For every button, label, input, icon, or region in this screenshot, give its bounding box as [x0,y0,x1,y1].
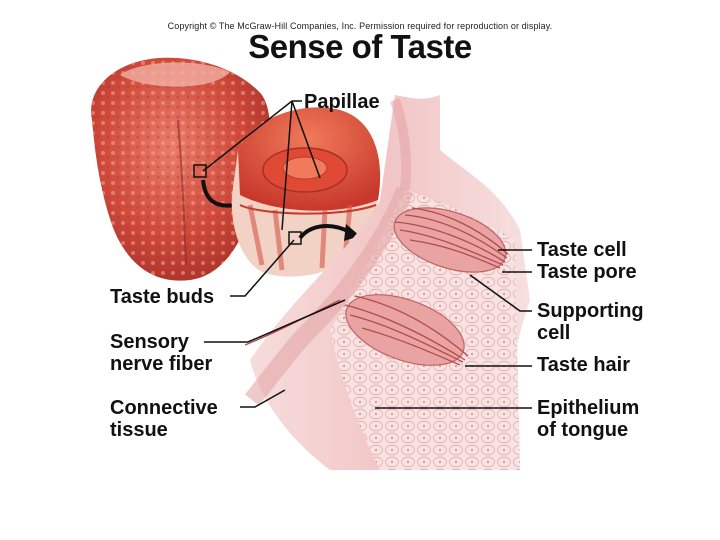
zoom-arrow-2 [298,224,351,240]
label-connective-tissue: Connective tissue [110,397,218,441]
label-papillae: Papillae [304,91,380,113]
label-taste-hair: Taste hair [537,354,630,376]
label-taste-pore: Taste pore [537,261,637,283]
tongue-illustration [91,57,270,281]
label-taste-cell: Taste cell [537,239,627,261]
label-supporting-cell: Supporting cell [537,300,644,344]
leader-lines [202,100,532,409]
papillae-illustration [231,107,381,277]
label-taste-buds: Taste buds [110,286,215,308]
label-sensory-nerve-fiber: Sensory nerve fiber [110,331,213,375]
copyright-notice: Copyright © The McGraw-Hill Companies, I… [167,21,553,31]
taste-bud-upper [393,207,509,273]
label-epithelium: Epithelium of tongue [537,397,640,441]
page-title: Sense of Taste [248,28,472,65]
taste-bud-lower [244,294,469,366]
zoom-arrow-1 [201,179,236,208]
